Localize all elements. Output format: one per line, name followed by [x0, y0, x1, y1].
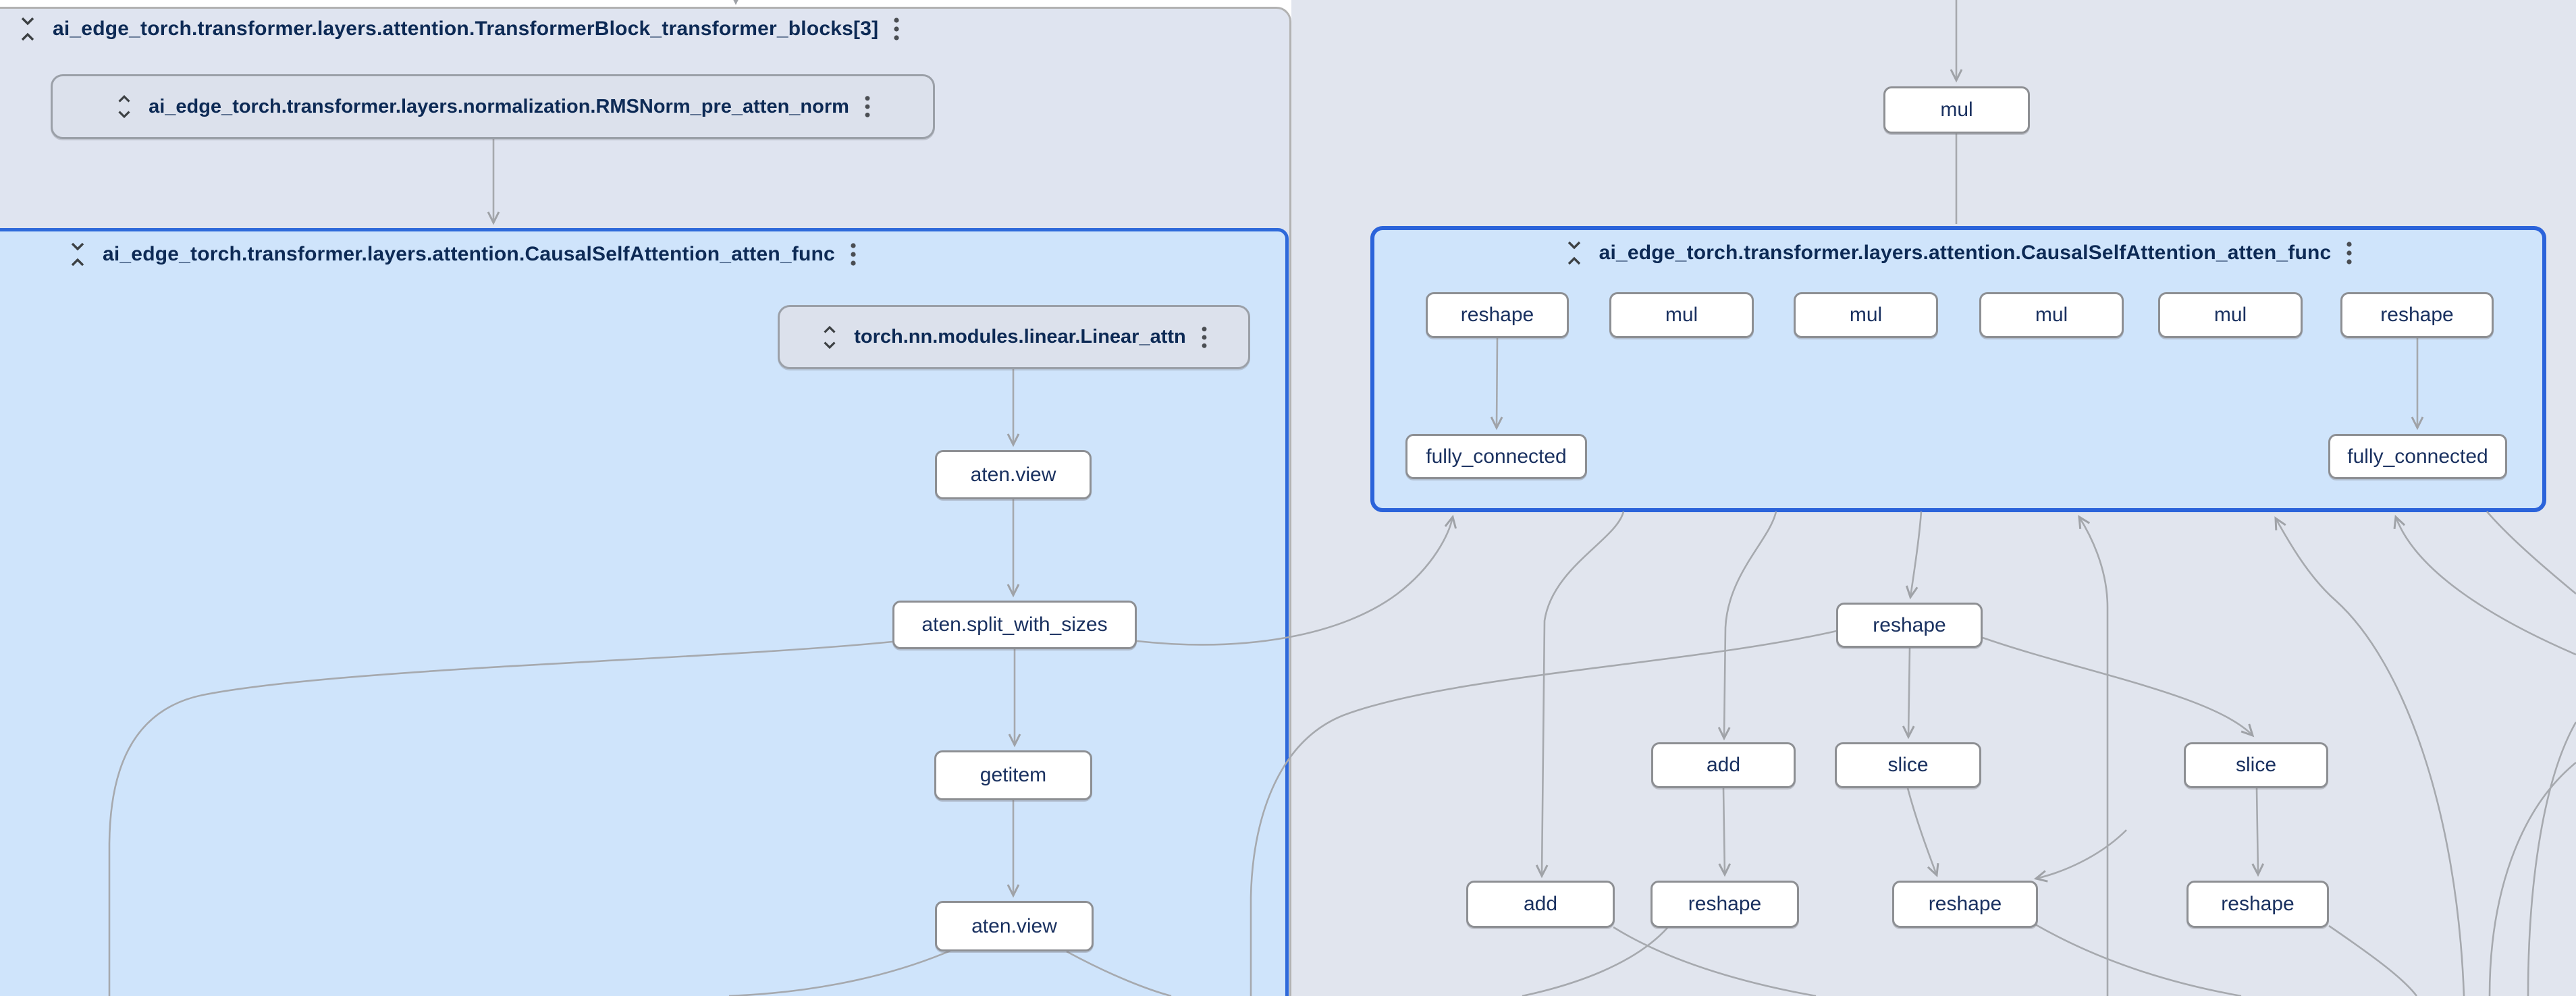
op-node-aten-view-2[interactable]: aten.view: [935, 901, 1094, 951]
op-label: add: [1706, 754, 1741, 776]
op-label: getitem: [980, 764, 1047, 786]
op-label: reshape: [2380, 304, 2454, 326]
op-label: fully_connected: [1426, 445, 1567, 468]
op-node-mul-2[interactable]: mul: [1794, 292, 1938, 338]
kebab-menu-icon[interactable]: [864, 94, 871, 119]
op-label: mul: [1940, 99, 1973, 121]
op-node-mul-3[interactable]: mul: [1979, 292, 2124, 338]
op-node-aten-view-1[interactable]: aten.view: [935, 450, 1092, 499]
op-node-split-with-sizes[interactable]: aten.split_with_sizes: [892, 601, 1137, 649]
op-node-reshape-bot-2[interactable]: reshape: [1892, 881, 2038, 928]
transformer-block-title-bar: ai_edge_torch.transformer.layers.attenti…: [18, 13, 900, 45]
op-node-reshape-mid[interactable]: reshape: [1836, 603, 1983, 648]
op-node-reshape-bot-3[interactable]: reshape: [2186, 881, 2329, 928]
op-label: slice: [2235, 754, 2276, 776]
op-label: reshape: [2221, 893, 2295, 915]
op-label: mul: [2213, 304, 2247, 326]
op-label: add: [1523, 893, 1558, 915]
op-node-add-mid[interactable]: add: [1651, 742, 1796, 788]
op-label: reshape: [1928, 893, 2002, 915]
op-node-mul-4[interactable]: mul: [2158, 292, 2303, 338]
panel-title: ai_edge_torch.transformer.layers.attenti…: [53, 18, 879, 40]
op-node-reshape-bot-1[interactable]: reshape: [1651, 881, 1799, 928]
op-node-reshape-2[interactable]: reshape: [2340, 292, 2494, 338]
op-label: slice: [1887, 754, 1929, 776]
op-node-fully-connected-1[interactable]: fully_connected: [1405, 434, 1587, 479]
unfold-less-icon[interactable]: [18, 16, 38, 42]
op-node-slice-2[interactable]: slice: [2184, 742, 2328, 788]
op-label: reshape: [1460, 304, 1534, 326]
op-label: reshape: [1688, 893, 1762, 915]
op-node-mul-1[interactable]: mul: [1609, 292, 1754, 338]
op-label: mul: [2035, 304, 2068, 326]
kebab-menu-icon[interactable]: [2346, 240, 2353, 267]
attn-left-title-bar: ai_edge_torch.transformer.layers.attenti…: [68, 239, 857, 270]
layer-node-label: ai_edge_torch.transformer.layers.normali…: [149, 95, 849, 117]
op-node-fully-connected-2[interactable]: fully_connected: [2328, 434, 2507, 479]
op-node-add-bot[interactable]: add: [1466, 881, 1615, 928]
op-label: fully_connected: [2347, 445, 2488, 468]
layer-node-linear-attn[interactable]: torch.nn.modules.linear.Linear_attn: [778, 305, 1250, 369]
op-label: reshape: [1873, 613, 1946, 636]
op-label: aten.split_with_sizes: [921, 613, 1108, 636]
panel-title: ai_edge_torch.transformer.layers.attenti…: [103, 243, 835, 265]
layer-node-rmsnorm[interactable]: ai_edge_torch.transformer.layers.normali…: [51, 74, 935, 139]
unfold-more-icon[interactable]: [115, 94, 134, 119]
unfold-more-icon[interactable]: [820, 325, 839, 350]
op-label: mul: [1665, 304, 1698, 326]
unfold-less-icon[interactable]: [1564, 240, 1584, 266]
op-label: mul: [1849, 304, 1883, 326]
kebab-menu-icon[interactable]: [1201, 325, 1208, 350]
panel-title: ai_edge_torch.transformer.layers.attenti…: [1599, 242, 2332, 264]
op-label: aten.view: [970, 463, 1056, 486]
op-node-getitem[interactable]: getitem: [934, 750, 1092, 800]
layer-node-label: torch.nn.modules.linear.Linear_attn: [854, 326, 1186, 348]
attn-right-title-bar: ai_edge_torch.transformer.layers.attenti…: [1370, 238, 2546, 269]
op-label: aten.view: [971, 914, 1057, 937]
op-node-mul-top[interactable]: mul: [1883, 86, 2030, 134]
unfold-less-icon[interactable]: [68, 242, 88, 267]
op-node-slice-1[interactable]: slice: [1835, 742, 1981, 788]
kebab-menu-icon[interactable]: [893, 16, 900, 43]
kebab-menu-icon[interactable]: [850, 241, 857, 268]
op-node-reshape-1[interactable]: reshape: [1426, 292, 1569, 338]
